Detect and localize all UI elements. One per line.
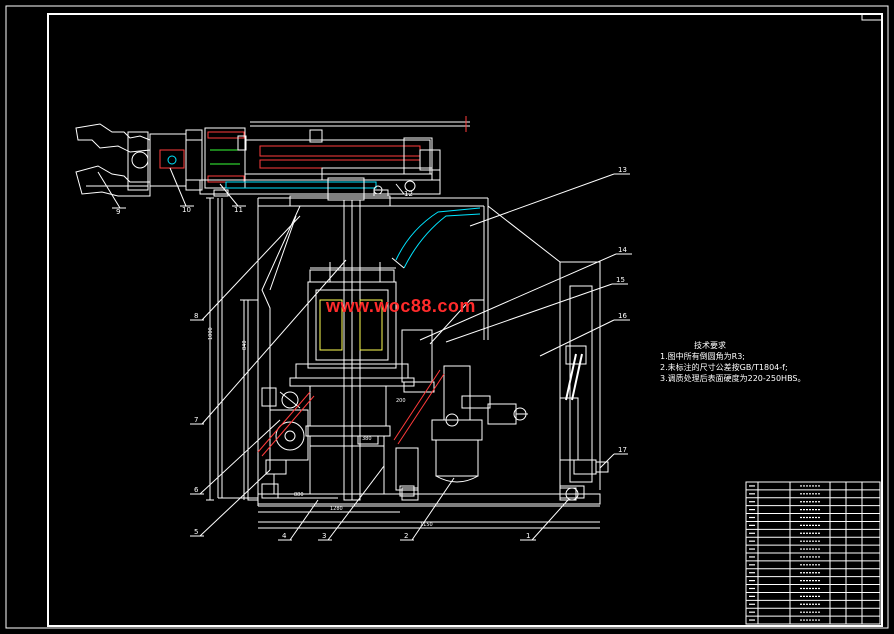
outer-frame [5,5,889,629]
dim-880: 880 [294,492,304,498]
callout-3: 3 [322,532,326,540]
dim-1280: 1280 [330,506,343,512]
gripper-assembly [75,116,470,197]
callout-16: 16 [618,312,627,320]
callout-8: 8 [194,312,198,320]
callout-2: 2 [404,532,408,540]
callout-17: 17 [618,446,627,454]
callout-11: 11 [234,206,243,214]
dim-1000: 1000 [208,327,214,340]
callout-4: 4 [282,532,287,540]
callout-7: 7 [194,416,198,424]
right-linkage [559,345,609,501]
tech-item-2: 2.未标注的尺寸公差按GB/T1804-f; [660,363,788,372]
technical-requirements: 技术要求 1.图中所有倒圆角为R3; 2.未标注的尺寸公差按GB/T1804-f… [660,340,806,384]
callout-12: 12 [404,190,413,198]
callout-9: 9 [116,208,120,216]
lift-mechanism [289,262,415,495]
dim-380: 380 [362,436,372,442]
tech-item-3: 3.调质处理后表面硬度为220-250HBS。 [660,374,806,383]
callout-13: 13 [618,166,627,174]
hydraulic-unit [391,207,528,497]
dim-1150: 1150 [420,522,433,528]
inner-frame [47,13,883,627]
callout-1: 1 [526,532,530,540]
callout-15: 15 [616,276,625,284]
main-frame [217,177,601,523]
leader-lines [97,167,632,541]
callout-14: 14 [618,246,627,254]
parts-list-table [745,481,881,625]
drive-gear [257,387,315,494]
callout-6: 6 [194,486,199,494]
tech-title: 技术要求 [694,341,726,350]
tech-item-1: 1.图中所有倒圆角为R3; [660,352,745,361]
corner-box [861,13,883,21]
dim-200: 200 [396,398,406,404]
callout-5: 5 [194,528,198,536]
callout-10: 10 [182,206,191,214]
watermark: www.woc88.com [326,296,476,316]
dim-840: 840 [242,340,248,350]
